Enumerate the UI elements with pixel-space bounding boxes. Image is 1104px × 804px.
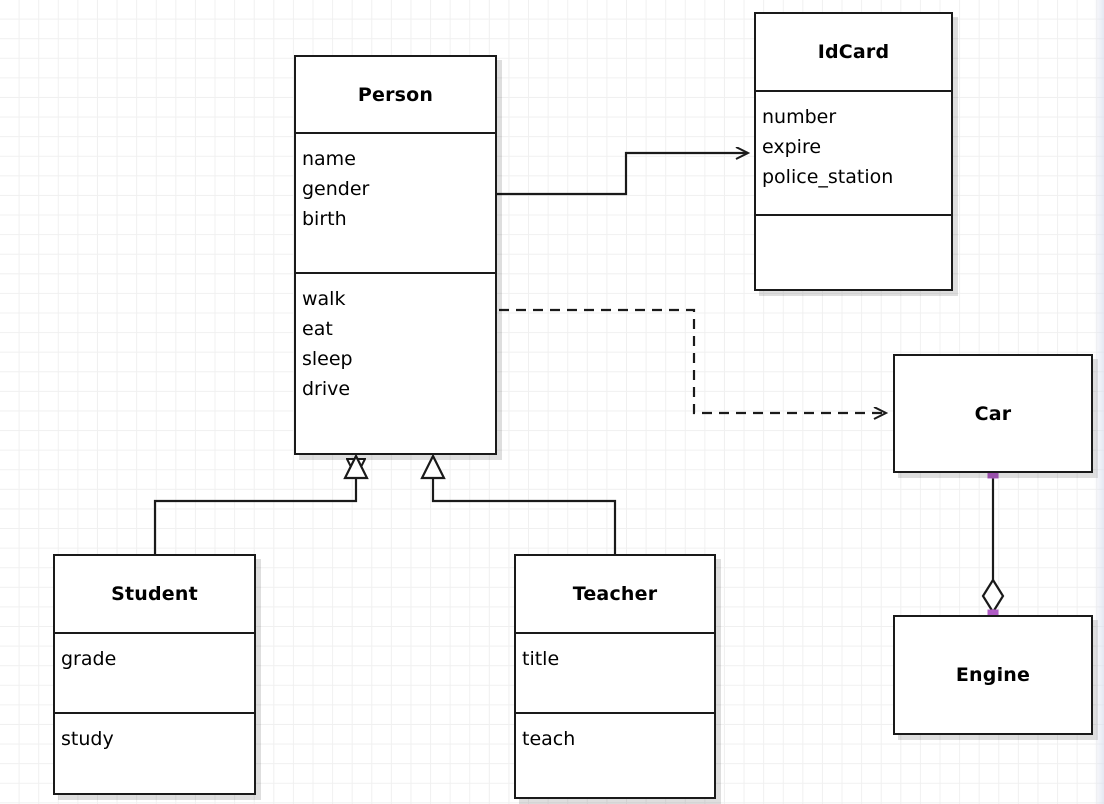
class-box-teacher[interactable]: Teacher title teach: [514, 554, 716, 799]
attribute-item: grade: [61, 648, 117, 670]
operations-student: study: [55, 712, 254, 793]
operation-item: study: [61, 728, 114, 750]
attributes-idcard: number expire police_station: [756, 90, 951, 214]
connector-handle-car-end[interactable]: [987, 467, 999, 479]
class-box-idcard[interactable]: IdCard number expire police_station: [754, 12, 953, 291]
class-name-teacher: Teacher: [516, 556, 714, 632]
class-name-label: Car: [974, 402, 1012, 425]
class-name-label: Student: [111, 583, 198, 605]
class-name-engine: Engine: [895, 617, 1091, 733]
attribute-item: birth: [302, 208, 347, 230]
attribute-item: number: [762, 106, 837, 128]
connector-car-engine[interactable]: [981, 473, 1005, 615]
operations-idcard: [756, 214, 951, 289]
class-name-label: IdCard: [817, 41, 890, 63]
operation-item: eat: [302, 318, 333, 340]
class-name-label: Person: [357, 83, 434, 106]
class-name-label: Teacher: [572, 583, 658, 605]
class-name-person: Person: [296, 57, 495, 132]
canvas-edge-tint: [1094, 0, 1104, 804]
class-name-idcard: IdCard: [756, 14, 951, 90]
operation-item: teach: [522, 728, 576, 750]
operation-item: walk: [302, 288, 346, 310]
class-box-student[interactable]: Student grade study: [53, 554, 256, 795]
class-name-car: Car: [895, 356, 1091, 471]
attribute-item: gender: [302, 178, 370, 200]
attribute-item: expire: [762, 136, 822, 158]
attribute-item: name: [302, 148, 356, 170]
class-box-person[interactable]: Person name gender birth walk eat sleep …: [294, 55, 497, 455]
class-name-student: Student: [55, 556, 254, 632]
attributes-teacher: title: [516, 632, 714, 712]
attribute-item: police_station: [762, 166, 894, 188]
connector-student-person[interactable]: [153, 453, 369, 554]
attribute-item: title: [522, 648, 560, 670]
operation-item: sleep: [302, 348, 353, 370]
attributes-student: grade: [55, 632, 254, 712]
operation-item: drive: [302, 378, 351, 400]
class-box-engine[interactable]: Engine: [893, 615, 1093, 735]
connector-teacher-person[interactable]: [420, 453, 617, 554]
connector-person-idcard[interactable]: [497, 153, 748, 196]
connector-person-car[interactable]: [499, 308, 886, 413]
class-name-label: Engine: [955, 664, 1031, 686]
operations-person: walk eat sleep drive: [296, 272, 495, 453]
operations-teacher: teach: [516, 712, 714, 797]
attributes-person: name gender birth: [296, 132, 495, 272]
class-box-car[interactable]: Car: [893, 354, 1093, 473]
